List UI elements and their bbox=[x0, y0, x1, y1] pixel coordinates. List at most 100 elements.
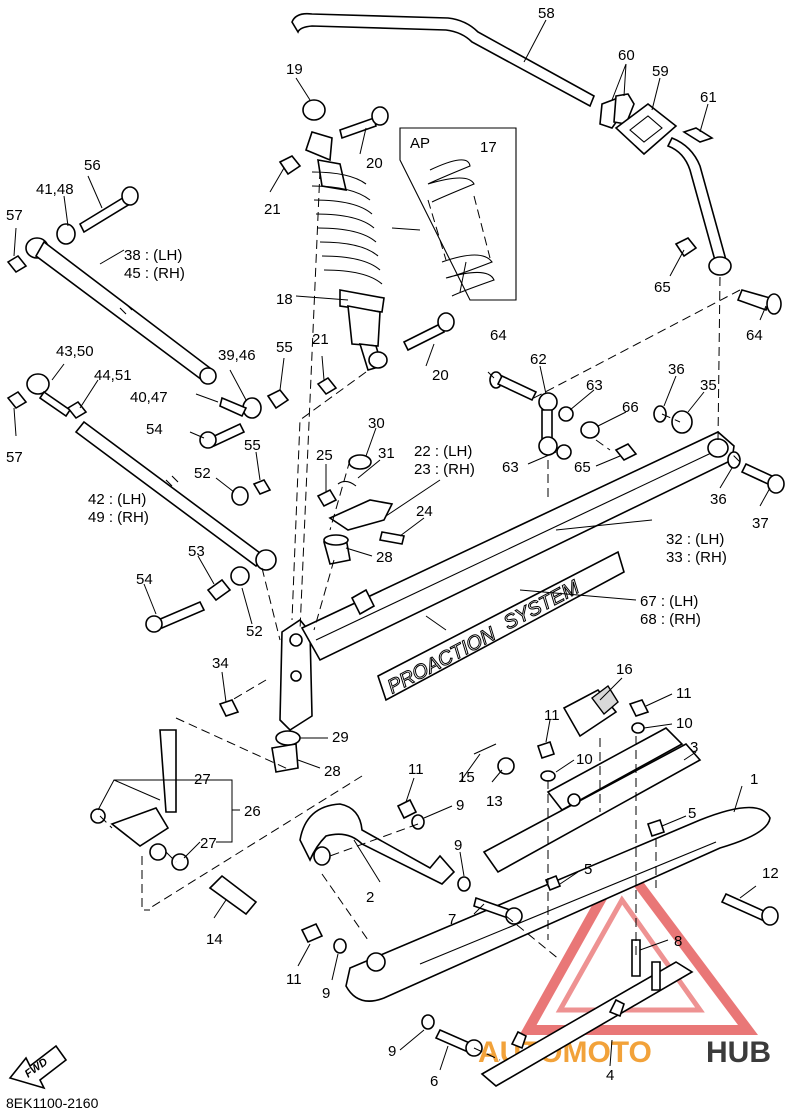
label-67-lh: 67 : (LH) bbox=[640, 593, 698, 610]
bushing-63-bottom bbox=[556, 444, 572, 460]
label-27-top: 27 bbox=[194, 771, 211, 788]
label-49-rh: 49 : (RH) bbox=[88, 509, 149, 526]
washer-9-lowest bbox=[421, 1014, 435, 1030]
bushing-60 bbox=[599, 93, 635, 129]
label-18: 18 bbox=[276, 291, 293, 308]
bolt-8 bbox=[631, 939, 661, 991]
bushing-63-top bbox=[558, 406, 574, 422]
nut-65-top bbox=[674, 236, 698, 258]
label-11-center: 11 bbox=[544, 707, 560, 724]
label-11-right: 11 bbox=[676, 685, 692, 702]
label-66: 66 bbox=[622, 399, 639, 416]
bushing-44-51 bbox=[66, 400, 88, 420]
label-60: 60 bbox=[618, 47, 635, 64]
label-55-mid: 55 bbox=[244, 437, 261, 454]
steering-column bbox=[110, 729, 177, 861]
bracket-59 bbox=[614, 102, 678, 156]
label-59: 59 bbox=[652, 63, 669, 80]
label-57-bottom: 57 bbox=[6, 449, 23, 466]
label-40-47: 40,47 bbox=[130, 389, 168, 406]
steering-arm bbox=[328, 499, 405, 545]
bushing-39-46 bbox=[219, 396, 262, 419]
label-9-mid: 9 bbox=[454, 837, 462, 854]
label-1: 1 bbox=[750, 771, 758, 788]
nut-11-right bbox=[628, 699, 650, 717]
decal-text-1: PROACTION bbox=[384, 623, 500, 699]
label-9-lowest: 9 bbox=[388, 1043, 396, 1060]
nut-5-mid bbox=[544, 874, 562, 892]
label-14: 14 bbox=[206, 931, 223, 948]
bolt-37 bbox=[740, 462, 785, 494]
label-2: 2 bbox=[366, 889, 374, 906]
label-24: 24 bbox=[416, 503, 433, 520]
nut-57-bottom bbox=[6, 390, 28, 410]
bushing-27-left bbox=[90, 808, 106, 824]
label-54-bottom: 54 bbox=[136, 571, 153, 588]
label-11-bottom: 11 bbox=[286, 971, 302, 988]
collar-53 bbox=[206, 578, 232, 602]
label-5-top: 5 bbox=[688, 805, 696, 822]
label-52-bottom: 52 bbox=[246, 623, 263, 640]
label-29: 29 bbox=[332, 729, 349, 746]
label-6: 6 bbox=[430, 1073, 438, 1090]
label-27-bottom: 27 bbox=[200, 835, 217, 852]
bolt-64-left bbox=[489, 371, 538, 402]
bolt-12 bbox=[720, 892, 779, 926]
label-63-top: 63 bbox=[586, 377, 603, 394]
nut-65-bottom bbox=[614, 442, 638, 462]
label-28-bottom: 28 bbox=[324, 763, 341, 780]
ap-label: AP bbox=[410, 135, 430, 152]
nut-57-top bbox=[6, 254, 28, 274]
label-34: 34 bbox=[212, 655, 229, 672]
washer-10-right bbox=[631, 722, 645, 734]
label-36-bottom: 36 bbox=[710, 491, 727, 508]
nut-66 bbox=[580, 421, 600, 439]
label-64-right: 64 bbox=[746, 327, 763, 344]
label-9-bottom: 9 bbox=[322, 985, 330, 1002]
bolt-20-bottom bbox=[402, 312, 455, 352]
ski bbox=[345, 806, 771, 1002]
bushing-41-48 bbox=[56, 223, 76, 245]
label-42-lh: 42 : (LH) bbox=[88, 491, 146, 508]
label-63-bottom: 63 bbox=[502, 459, 519, 476]
callout-labels: 58 60 59 61 19 20 21 17 56 41,48 57 38 :… bbox=[6, 5, 779, 1090]
bolt-54-top bbox=[199, 422, 246, 449]
label-23-rh: 23 : (RH) bbox=[414, 461, 475, 478]
assembly-lines bbox=[99, 169, 741, 1061]
label-56: 56 bbox=[84, 157, 101, 174]
bolt-61 bbox=[682, 127, 714, 143]
label-39-46: 39,46 bbox=[218, 347, 256, 364]
label-53: 53 bbox=[188, 543, 205, 560]
label-55-top: 55 bbox=[276, 339, 293, 356]
cushion-16 bbox=[562, 684, 619, 738]
label-38-lh: 38 : (LH) bbox=[124, 247, 182, 264]
nut-21-bottom bbox=[316, 376, 338, 396]
nut-21-top bbox=[278, 154, 302, 176]
upper-arm bbox=[25, 237, 217, 385]
label-30: 30 bbox=[368, 415, 385, 432]
washer-9-left bbox=[411, 814, 425, 830]
label-68-rh: 68 : (RH) bbox=[640, 611, 701, 628]
label-8: 8 bbox=[674, 933, 682, 950]
cap-30 bbox=[348, 454, 372, 470]
label-4: 4 bbox=[606, 1067, 614, 1084]
pin-15 bbox=[473, 743, 497, 755]
label-12: 12 bbox=[762, 865, 779, 882]
label-57-top: 57 bbox=[6, 207, 23, 224]
label-13: 13 bbox=[486, 793, 503, 810]
bushing-52-bottom bbox=[230, 566, 250, 586]
shock-absorber bbox=[305, 131, 388, 371]
lower-arm bbox=[26, 373, 277, 571]
grease-nipple-34 bbox=[218, 699, 240, 717]
bushing-28-top bbox=[322, 534, 351, 565]
label-44-51: 44,51 bbox=[94, 367, 132, 384]
nut-11-bottom bbox=[300, 922, 324, 944]
label-35: 35 bbox=[700, 377, 717, 394]
label-54-top: 54 bbox=[146, 421, 163, 438]
label-16: 16 bbox=[616, 661, 633, 678]
bushing-19 bbox=[302, 99, 326, 121]
label-20-bottom: 20 bbox=[432, 367, 449, 384]
label-36-top: 36 bbox=[668, 361, 685, 378]
label-3: 3 bbox=[690, 739, 698, 756]
